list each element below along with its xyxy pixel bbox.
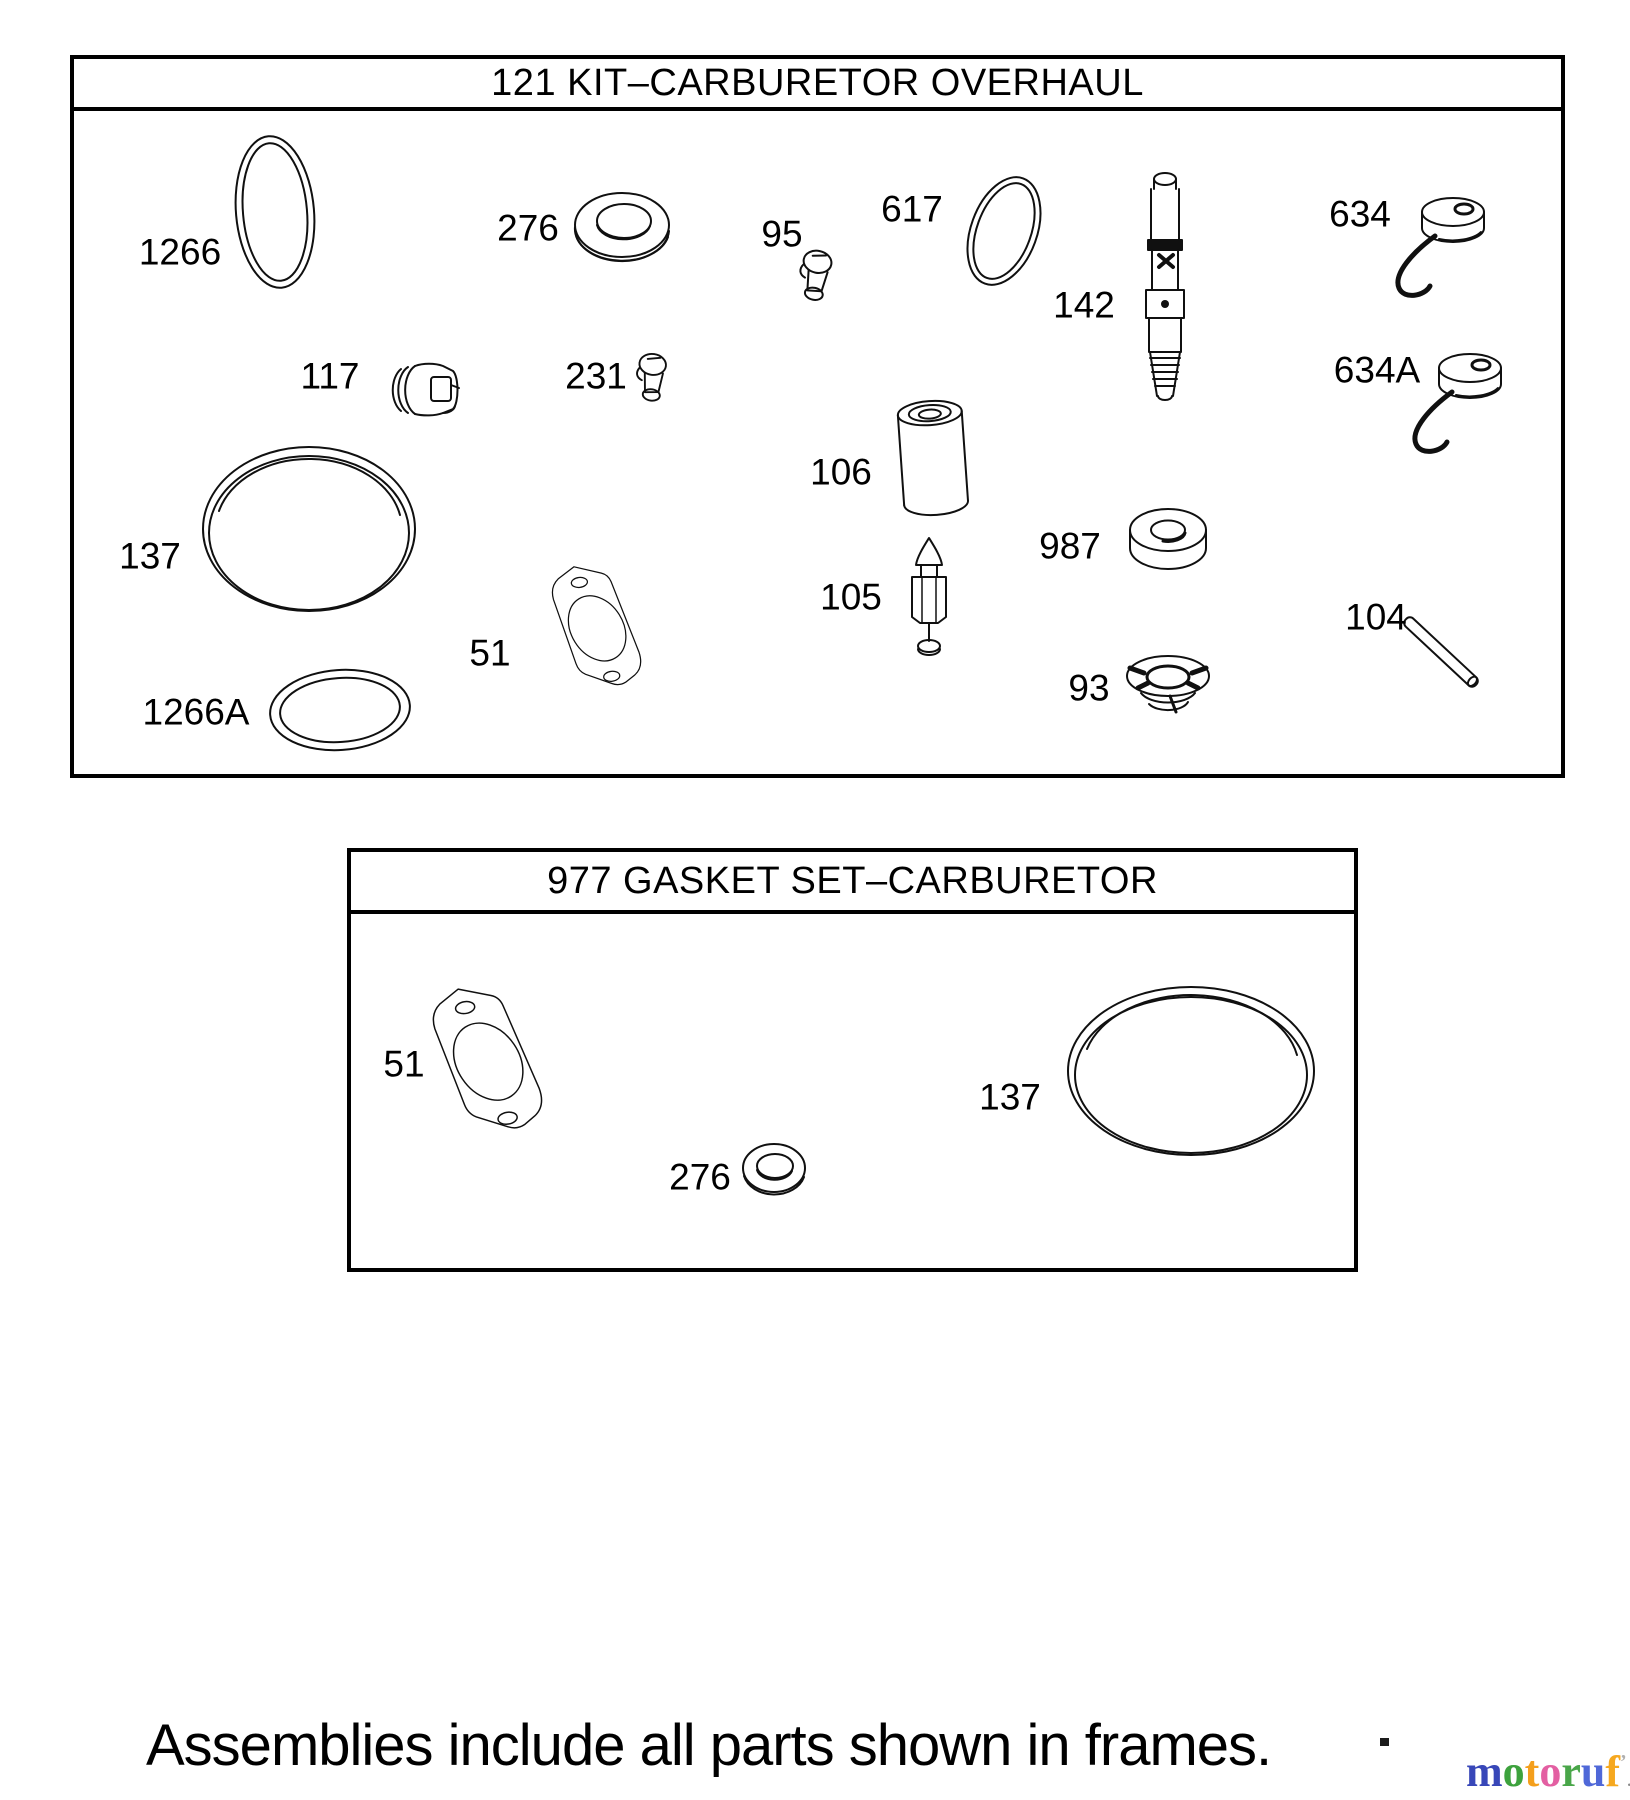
logo-tick: ’ [1619, 1751, 1627, 1773]
part-label-634: 634 [1329, 193, 1391, 235]
part-label-142: 142 [1053, 284, 1115, 326]
part-label-106: 106 [810, 451, 872, 493]
logo-letter: o [1502, 1747, 1525, 1796]
part-label-617: 617 [881, 188, 943, 230]
assemblies-note: Assemblies include all parts shown in fr… [146, 1713, 1272, 1778]
part-label-95: 95 [761, 213, 803, 255]
part-label-51-set: 51 [383, 1043, 425, 1085]
gasket-set-frame: 977 GASKET SET–CARBURETOR [347, 848, 1358, 1272]
part-label-987: 987 [1039, 525, 1101, 567]
part-label-276: 276 [497, 207, 559, 249]
stray-mark [1380, 1738, 1389, 1746]
part-label-231: 231 [565, 355, 627, 397]
logo-letter: o [1539, 1747, 1562, 1796]
part-label-634a: 634A [1333, 349, 1421, 391]
part-label-117: 117 [300, 355, 360, 397]
logo-letter: f [1605, 1747, 1620, 1796]
part-label-1266a: 1266A [142, 691, 250, 733]
part-label-1266: 1266 [138, 231, 222, 273]
part-label-137-set: 137 [979, 1076, 1041, 1118]
part-label-137: 137 [119, 535, 181, 577]
gasket-frame-title: 977 GASKET SET–CARBURETOR [351, 852, 1354, 914]
part-label-93: 93 [1068, 667, 1110, 709]
logo-letter: m [1466, 1747, 1503, 1796]
kit-frame-title: 121 KIT–CARBURETOR OVERHAUL [74, 59, 1561, 111]
logo-letter: t [1524, 1747, 1540, 1796]
part-label-104: 104 [1345, 596, 1407, 638]
logo-suffix: .de [1627, 1767, 1630, 1791]
logo-letter: r [1561, 1747, 1581, 1796]
logo-letter: u [1580, 1747, 1606, 1796]
part-label-105: 105 [820, 576, 882, 618]
part-label-276-set: 276 [669, 1156, 731, 1198]
part-label-51: 51 [469, 632, 511, 674]
motoruf-watermark-logo[interactable]: motoruf’.de [1466, 1750, 1630, 1794]
kit-carburetor-overhaul-frame: 121 KIT–CARBURETOR OVERHAUL [70, 55, 1565, 778]
